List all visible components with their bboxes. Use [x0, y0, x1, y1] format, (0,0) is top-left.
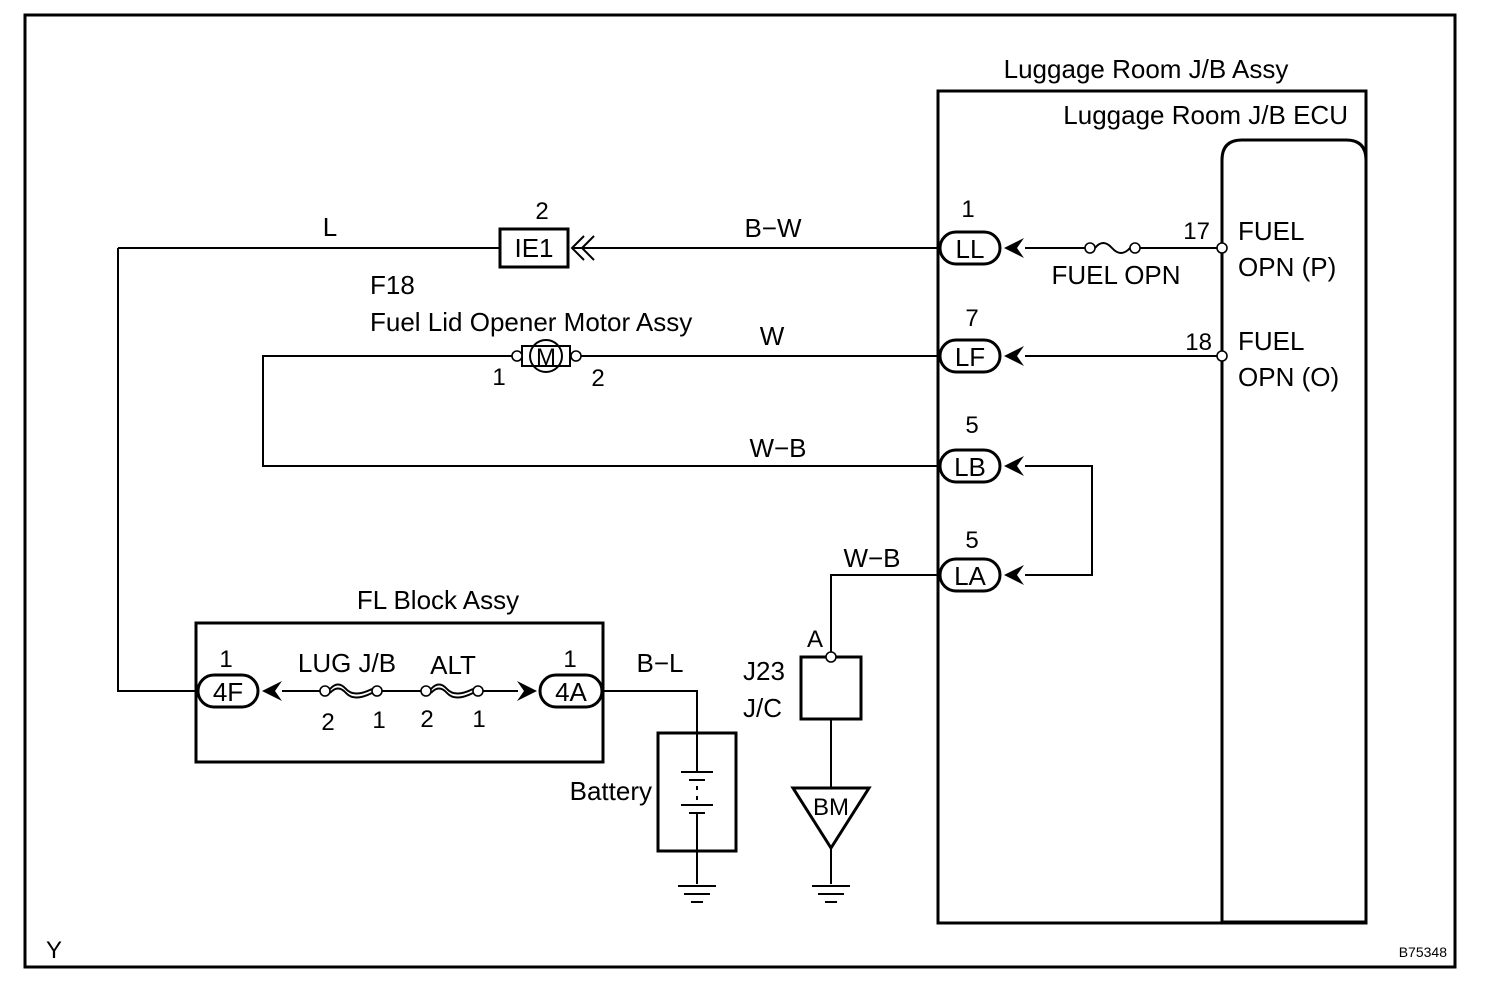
ie1-pin: 2: [535, 198, 548, 225]
alt-fuse-icon: [430, 683, 474, 699]
c4f-pin: 1: [219, 646, 232, 673]
lug-jb-pin-left: 2: [321, 709, 334, 736]
ecu-pin-17: 17: [1183, 218, 1210, 245]
motor-terminal-left: [511, 350, 523, 362]
figure-code: B75348: [1399, 944, 1447, 960]
wire-w-label: W: [760, 321, 785, 351]
alt-fuse-terminal-left: [420, 685, 432, 697]
motor-name: Fuel Lid Opener Motor Assy: [370, 307, 692, 337]
connector-4a-arrow-icon: [517, 681, 537, 701]
connector-lb-label: LB: [954, 452, 986, 482]
corner-left-code: Y: [46, 937, 62, 964]
ground-bm-earth-icon: [812, 885, 850, 903]
fuel-opn-o-line2: OPN (O): [1238, 362, 1339, 392]
alt-pin-right: 1: [472, 706, 485, 733]
fuel-opn-p-line2: OPN (P): [1238, 252, 1336, 282]
connector-4a-label: 4A: [555, 677, 587, 707]
jc-name: J/C: [743, 693, 782, 723]
alt-pin-left: 2: [420, 706, 433, 733]
diagram-frame: [23, 13, 1457, 969]
alt-fuse-label: ALT: [430, 650, 476, 680]
ecu-box: [1220, 138, 1368, 924]
ecu-terminal-17: [1216, 242, 1228, 254]
battery-label: Battery: [570, 776, 652, 806]
ground-bm-label: BM: [813, 794, 849, 821]
fuel-opn-fuse-terminal-right: [1129, 242, 1141, 254]
wire-l-label: L: [323, 212, 337, 242]
jc-pin-a: A: [807, 626, 823, 653]
lug-jb-fuse-terminal-right: [371, 685, 383, 697]
connector-lf-arrow-icon: [1004, 346, 1024, 366]
connector-ll-label: LL: [956, 234, 985, 264]
connector-la-label: LA: [954, 561, 986, 591]
motor-code: F18: [370, 270, 415, 300]
luggage-jb-assy-label: Luggage Room J/B Assy: [1004, 54, 1289, 84]
fuel-opn-o-line1: FUEL: [1238, 326, 1304, 356]
c4a-pin: 1: [563, 646, 576, 673]
connector-ie1: [498, 227, 570, 269]
wire-w-b-1-label: W−B: [749, 433, 806, 463]
ecu-pin-18: 18: [1185, 329, 1212, 356]
luggage-jb-ecu-label: Luggage Room J/B ECU: [1063, 100, 1348, 130]
junction-connector-j23: [799, 655, 863, 721]
battery-icon: [681, 733, 713, 851]
connector-lb-arrow-icon: [1004, 456, 1024, 476]
connector-la-arrow-icon: [1004, 565, 1024, 585]
connector-lf-label: LF: [955, 342, 985, 372]
wire-b-w-label: B−W: [744, 213, 802, 243]
connector-4f: [196, 673, 260, 709]
motor-pin-left: 1: [492, 364, 505, 391]
motor-pin-right: 2: [591, 365, 604, 392]
connector-4f-arrow-icon: [262, 681, 282, 701]
lf-pin: 7: [965, 305, 978, 332]
ll-pin: 1: [961, 196, 974, 223]
motor-symbol: M: [536, 344, 556, 371]
ecu-terminal-18: [1216, 350, 1228, 362]
motor-icon: [529, 339, 563, 373]
fuel-opn-p-line1: FUEL: [1238, 216, 1304, 246]
connector-4f-label: 4F: [213, 677, 243, 707]
fuel-opn-fuse-icon: [1094, 242, 1131, 254]
jc-terminal-a: [825, 651, 837, 663]
alt-fuse-terminal-right: [472, 685, 484, 697]
jc-code: J23: [743, 656, 785, 686]
fuel-opn-fuse-label: FUEL OPN: [1051, 260, 1180, 290]
lug-jb-pin-right: 1: [372, 707, 385, 734]
connector-ie1-label: IE1: [514, 233, 553, 263]
wire-w-b-2-label: W−B: [843, 543, 900, 573]
lb-pin: 5: [965, 412, 978, 439]
fl-block-label: FL Block Assy: [357, 585, 519, 615]
fuel-opn-fuse-terminal-left: [1084, 242, 1096, 254]
ground-bm-icon: [790, 786, 872, 851]
lug-jb-fuse-terminal-left: [319, 685, 331, 697]
lug-jb-fuse-label: LUG J/B: [298, 648, 396, 678]
motor-terminal-right: [570, 350, 582, 362]
lug-jb-fuse-icon: [329, 683, 373, 699]
la-pin: 5: [965, 527, 978, 554]
wire-b-l-label: B−L: [637, 648, 684, 678]
connector-ll-arrow-icon: [1004, 238, 1024, 258]
battery-ground-icon: [678, 885, 716, 903]
